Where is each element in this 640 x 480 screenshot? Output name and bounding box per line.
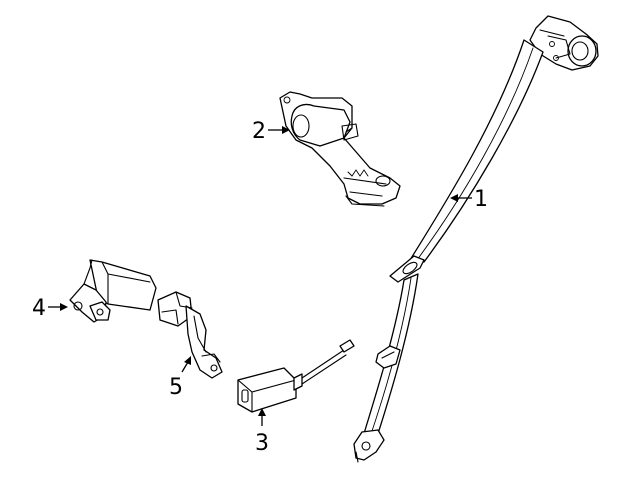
callout-4-label: 4 [32,296,46,321]
callout-2-label: 2 [252,119,266,144]
part-2-retractor [279,91,401,207]
part-1-upper-retractor [529,15,599,71]
callout-5-label: 5 [169,375,183,400]
callout-1-label: 1 [474,187,488,212]
part-1-belt-guide [389,255,425,283]
part-1-seat-belt-assembly [353,15,599,463]
part-5-buckle-bracket [157,291,223,379]
part-1-lower-anchor [353,429,385,463]
callout-4: 4 [32,296,68,321]
part-1-shoulder-webbing [409,39,544,263]
callout-3-label: 3 [255,431,269,456]
part-4-buckle-bracket [69,259,157,323]
part-1-lap-webbing [361,273,419,441]
callout-1: 1 [450,187,488,212]
callout-5: 5 [169,356,191,400]
part-3-buckle [237,339,355,413]
callout-3: 3 [255,408,269,456]
callout-2: 2 [252,119,290,144]
